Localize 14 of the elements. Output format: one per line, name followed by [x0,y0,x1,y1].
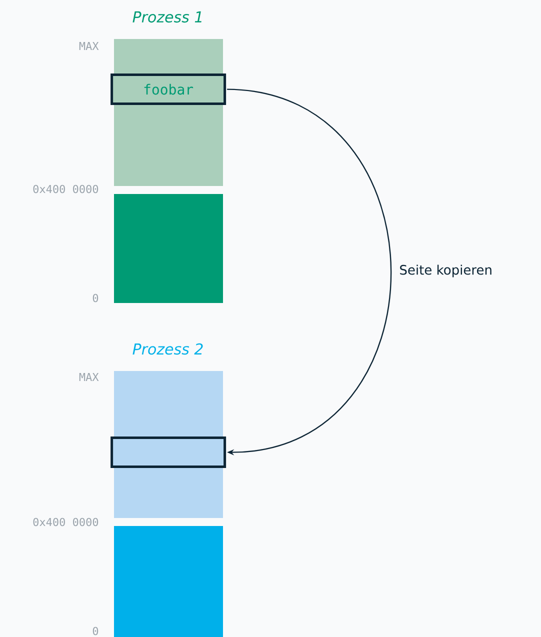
address-label: 0x400 0000 [33,518,98,526]
edge-label: Seite kopieren [400,264,492,278]
page-slot [110,436,226,468]
address-label: 0 [92,626,98,636]
column-heading: Prozess 1 [132,11,202,23]
arrow [226,88,392,456]
address-label: MAX [79,42,99,50]
memory-region [114,526,223,637]
address-label: 0x400 0000 [33,184,98,194]
address-label: 0 [92,294,98,302]
memory-region [114,194,223,303]
column-heading: Prozess 2 [132,343,203,355]
address-label: MAX [79,373,99,381]
page-slot: foobar [110,74,226,106]
